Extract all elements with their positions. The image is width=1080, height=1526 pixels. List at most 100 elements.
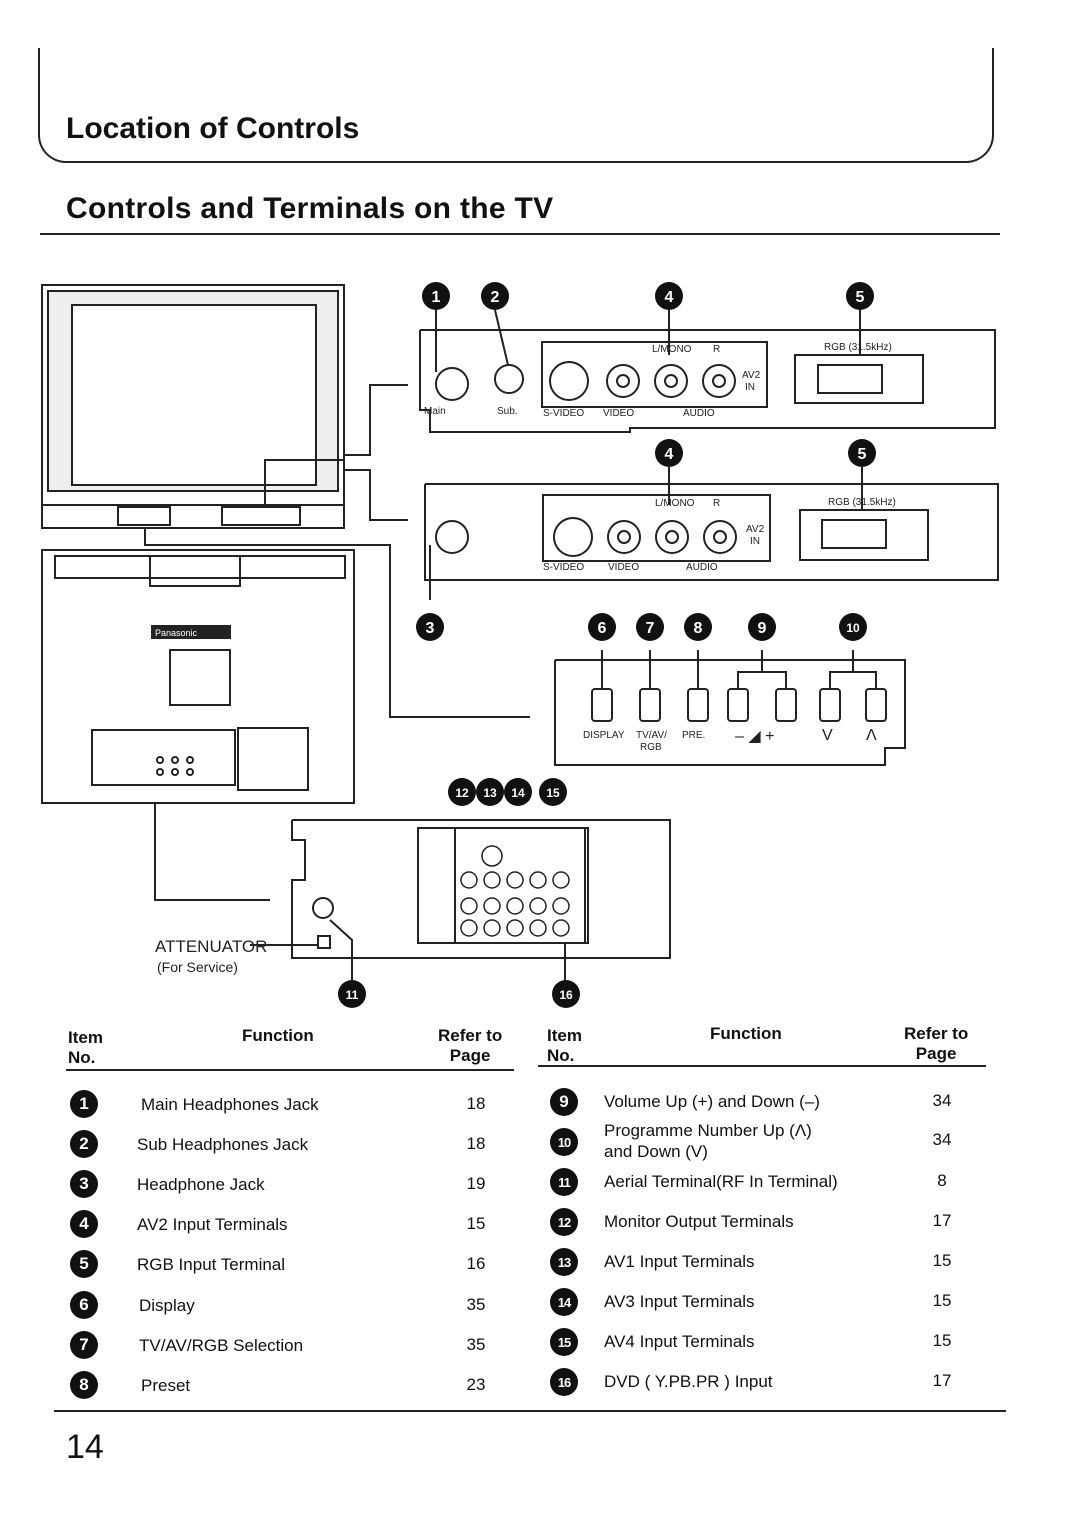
page-title: Location of Controls bbox=[66, 112, 360, 145]
diagram-badge-8: 8 bbox=[694, 620, 703, 637]
label-video-2: VIDEO bbox=[608, 562, 639, 573]
row-page: 16 bbox=[466, 1254, 486, 1273]
diagram-badge-9: 9 bbox=[758, 620, 767, 637]
row-badge: 16 bbox=[550, 1368, 578, 1396]
label-r-2: R bbox=[713, 498, 720, 509]
row-badge: 10 bbox=[550, 1128, 578, 1156]
row-page: 17 bbox=[932, 1371, 952, 1390]
panel-rear-terminals bbox=[291, 819, 671, 959]
diagram-badge-2: 2 bbox=[491, 289, 500, 306]
diagram-badge-6: 6 bbox=[598, 620, 607, 637]
label-in-2: IN bbox=[750, 536, 760, 547]
table-rule-left bbox=[66, 1069, 514, 1071]
diagram-badge-4: 4 bbox=[665, 289, 674, 306]
label-prog-down: V bbox=[822, 727, 833, 744]
label-rgb-freq: RGB (31.5kHz) bbox=[824, 342, 892, 353]
row-badge: 7 bbox=[70, 1331, 98, 1359]
brand-logo-text: Panasonic bbox=[155, 628, 198, 638]
row-function: Main Headphones Jack bbox=[141, 1095, 319, 1114]
label-video: VIDEO bbox=[603, 408, 634, 419]
diagram-badge-14: 14 bbox=[511, 786, 525, 800]
diagram-badge-12: 12 bbox=[455, 786, 469, 800]
row-function: TV/AV/RGB Selection bbox=[139, 1336, 304, 1355]
row-badge: 12 bbox=[550, 1208, 578, 1236]
label-l-mono-2: L/MONO bbox=[655, 498, 695, 509]
row-page: 15 bbox=[932, 1291, 952, 1310]
row-page: 17 bbox=[932, 1211, 952, 1230]
tv-controls-diagram: Main Sub. S-VIDEO VIDEO AUDIO L/MONO R A… bbox=[41, 282, 999, 1008]
diagram-badge-5: 5 bbox=[856, 289, 865, 306]
row-page: 15 bbox=[466, 1214, 486, 1233]
row-page: 34 bbox=[932, 1130, 952, 1149]
row-function: Monitor Output Terminals bbox=[604, 1212, 794, 1231]
header-no: No. bbox=[68, 1048, 96, 1067]
panel-front-lower bbox=[424, 483, 999, 581]
row-badge: 3 bbox=[70, 1170, 98, 1198]
label-prog-up: Λ bbox=[866, 727, 877, 744]
row-function: RGB Input Terminal bbox=[137, 1255, 286, 1274]
diagram-badge-7: 7 bbox=[646, 620, 655, 637]
row-function: Programme Number Up (Λ) and Down (V) bbox=[604, 1121, 812, 1161]
label-r: R bbox=[713, 344, 720, 355]
diagram-badge-15: 15 bbox=[546, 786, 560, 800]
label-rgb: RGB bbox=[640, 742, 662, 753]
row-function: Display bbox=[139, 1296, 195, 1315]
row-function: Preset bbox=[141, 1376, 191, 1395]
row-page: 35 bbox=[466, 1335, 486, 1354]
panel-buttons bbox=[554, 650, 906, 766]
header-page: Page bbox=[449, 1046, 491, 1065]
row-badge: 5 bbox=[70, 1250, 98, 1278]
row-page: 34 bbox=[932, 1091, 952, 1110]
col-item-right: Item No. bbox=[547, 1026, 582, 1066]
row-page: 35 bbox=[466, 1295, 486, 1314]
row-page: 15 bbox=[932, 1331, 952, 1350]
row-function: AV4 Input Terminals bbox=[604, 1332, 755, 1351]
row-function: AV2 Input Terminals bbox=[137, 1215, 288, 1234]
diagram-badge-3: 3 bbox=[426, 620, 435, 637]
row-function: AV1 Input Terminals bbox=[604, 1252, 755, 1271]
row-badge: 8 bbox=[70, 1371, 98, 1399]
diagram-badge-1: 1 bbox=[432, 289, 441, 306]
label-s-video-2: S-VIDEO bbox=[543, 562, 584, 573]
row-badge: 1 bbox=[70, 1090, 98, 1118]
label-audio: AUDIO bbox=[683, 408, 715, 419]
header-function-left: Function bbox=[242, 1026, 314, 1045]
label-av2-2: AV2 bbox=[746, 524, 765, 535]
label-main: Main bbox=[424, 406, 446, 417]
label-for-service: (For Service) bbox=[157, 959, 238, 975]
row-badge: 2 bbox=[70, 1130, 98, 1158]
label-volume: – ◢ + bbox=[735, 728, 774, 745]
diagram-badge-4b: 4 bbox=[665, 446, 674, 463]
header-item: Item bbox=[68, 1028, 103, 1047]
label-l-mono: L/MONO bbox=[652, 344, 692, 355]
row-function: Aerial Terminal(RF In Terminal) bbox=[604, 1172, 838, 1191]
row-badge: 6 bbox=[70, 1291, 98, 1319]
page-number: 14 bbox=[66, 1428, 104, 1466]
row-page: 18 bbox=[466, 1134, 486, 1153]
diagram-badge-10: 10 bbox=[846, 621, 860, 635]
diagram-badge-5b: 5 bbox=[858, 446, 867, 463]
label-pre: PRE. bbox=[682, 730, 705, 741]
header-refer: Refer to bbox=[438, 1026, 503, 1045]
row-function: Sub Headphones Jack bbox=[137, 1135, 309, 1154]
col-refer-left: Refer to Page bbox=[438, 1026, 502, 1066]
col-item-left: Item No. bbox=[68, 1028, 103, 1068]
row-page: 15 bbox=[932, 1251, 952, 1270]
row-function: AV3 Input Terminals bbox=[604, 1292, 755, 1311]
section-underline bbox=[40, 233, 1000, 235]
row-badge: 11 bbox=[550, 1168, 578, 1196]
row-page: 19 bbox=[466, 1174, 486, 1193]
table-rule-right bbox=[538, 1065, 986, 1067]
label-audio-2: AUDIO bbox=[686, 562, 718, 573]
row-page: 8 bbox=[937, 1171, 947, 1190]
diagram-badge-16: 16 bbox=[559, 988, 573, 1002]
label-attenuator: ATTENUATOR bbox=[155, 937, 267, 956]
header-function-right: Function bbox=[710, 1024, 782, 1043]
header-page-r: Page bbox=[915, 1044, 957, 1063]
diagram-badge-13: 13 bbox=[483, 786, 497, 800]
header-item-r: Item bbox=[547, 1026, 582, 1045]
row-badge: 15 bbox=[550, 1328, 578, 1356]
col-refer-right: Refer to Page bbox=[904, 1024, 968, 1064]
label-display: DISPLAY bbox=[583, 730, 625, 741]
row-badge: 14 bbox=[550, 1288, 578, 1316]
